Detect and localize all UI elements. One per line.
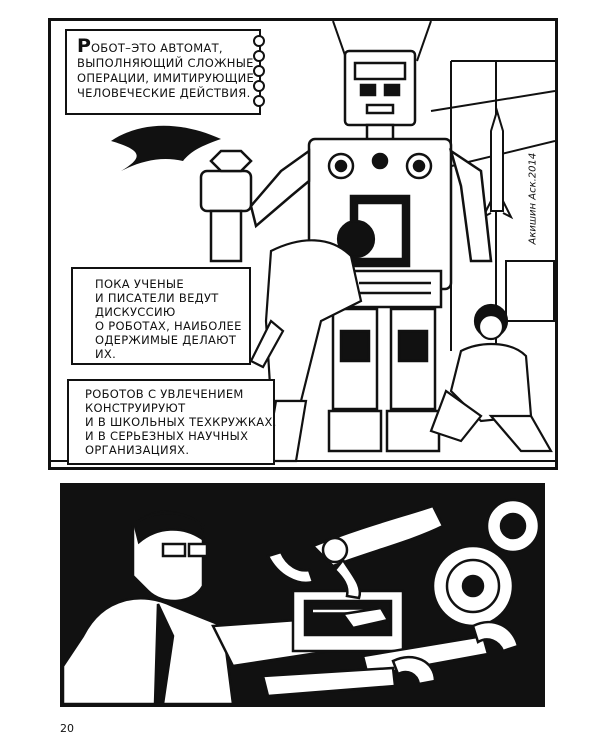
- caption-line: и в школьных техкружках,: [85, 415, 277, 429]
- artist-signature: Акишин Аск.2014: [527, 121, 541, 251]
- caption-line: организациях.: [85, 443, 190, 457]
- caption-line: выполняющий сложные: [77, 56, 254, 70]
- caption-line: Роботов с увлечением: [85, 387, 244, 401]
- caption-robot-building: Роботов с увлечением конструируют и в шк…: [67, 379, 277, 465]
- caption-line: одержимые делают: [95, 333, 237, 347]
- caption-line: обот–это автомат,: [90, 41, 223, 55]
- engineer-robot-arms-illustration: [63, 486, 542, 704]
- caption-robot-definition: Робот–это автомат, выполняющий сложные о…: [65, 29, 261, 115]
- comic-panel-bottom: [60, 483, 545, 707]
- caption-line: конструируют: [85, 401, 186, 415]
- caption-line: дискуссию: [95, 305, 176, 319]
- caption-notch-decoration: [253, 35, 265, 107]
- signature-text: Акишин Аск.2014: [527, 152, 539, 245]
- comic-panel-top: Робот–это автомат, выполняющий сложные о…: [48, 18, 558, 470]
- caption-line: о роботах, наиболее: [95, 319, 242, 333]
- caption-line: человеческие действия.: [77, 86, 251, 100]
- caption-line: их.: [95, 347, 117, 361]
- caption-line: операции, имитирующие: [77, 71, 255, 85]
- caption-line: и писатели ведут: [95, 291, 219, 305]
- caption-drop-cap: Р: [77, 35, 91, 57]
- robot-lab-illustration: [51, 21, 555, 463]
- caption-scientists-discussion: Пока ученые и писатели ведут дискуссию о…: [71, 267, 251, 365]
- page-number: 20: [60, 722, 74, 735]
- caption-line: Пока ученые: [95, 277, 184, 291]
- caption-line: и в серьезных научных: [85, 429, 249, 443]
